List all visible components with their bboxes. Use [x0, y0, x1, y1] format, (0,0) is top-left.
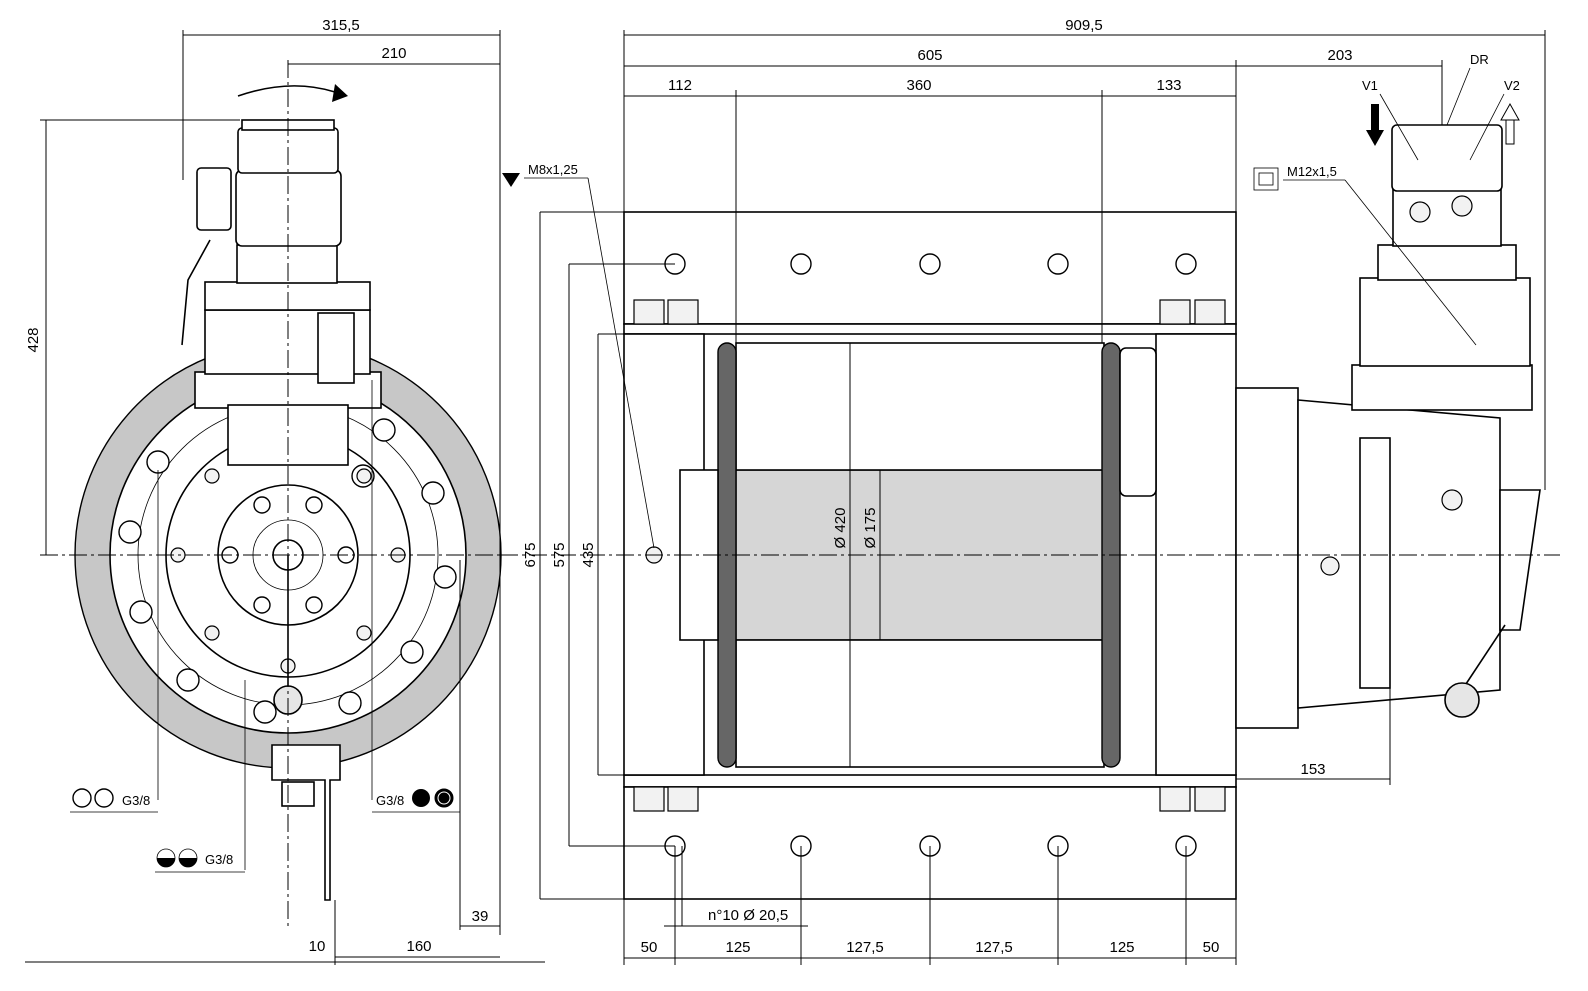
- flow-in-arrow: [1366, 104, 1384, 146]
- plate-bolts: [633, 299, 1226, 812]
- housing-holes: [118, 418, 457, 724]
- dim-drum-length: 360: [906, 77, 931, 94]
- rotation-arrow: [237, 85, 336, 97]
- port-g38-c: G3/8: [205, 852, 233, 867]
- foot-bolt: [281, 781, 315, 807]
- dim-motor-length: 203: [1327, 47, 1352, 64]
- dim-pitch-127-5-a: 127,5: [846, 939, 884, 956]
- dim-10: 10: [309, 938, 326, 955]
- dim-overall-width: 909,5: [1065, 17, 1103, 34]
- thread-m8: M8x1,25: [528, 162, 578, 177]
- port-symbol-open: [72, 788, 92, 808]
- dim-left-flange: 112: [668, 77, 692, 94]
- dim-153: 153: [1300, 761, 1325, 778]
- dim-right-flange: 133: [1156, 77, 1181, 94]
- port-g38-b: G3/8: [376, 793, 404, 808]
- dim-side-half: 210: [381, 45, 406, 62]
- port-dr: DR: [1470, 52, 1489, 67]
- front-motor: [1235, 124, 1541, 729]
- dim-drum-flange-dia: Ø 420: [832, 508, 849, 549]
- dim-160: 160: [406, 938, 431, 955]
- dim-pitch-125-a: 125: [725, 939, 750, 956]
- thread-square-symbol: [1253, 167, 1279, 191]
- port-v2: V2: [1504, 78, 1520, 93]
- dim-pitch-50-right: 50: [1203, 939, 1220, 956]
- rotation-arrowhead: [332, 84, 348, 102]
- front-view: 909,5 605 203 112 360 133 675 575 435 Ø …: [500, 17, 1560, 965]
- dim-pitch-125-b: 125: [1109, 939, 1134, 956]
- dim-height-675: 675: [522, 542, 539, 567]
- dim-height-575: 575: [551, 542, 568, 567]
- thread-m12: M12x1,5: [1287, 164, 1337, 179]
- dim-39: 39: [472, 908, 489, 925]
- dim-side-width: 315,5: [322, 17, 360, 34]
- thread-triangle-symbol: [502, 173, 520, 187]
- top-plate-holes: [664, 253, 1197, 275]
- dim-frame-length: 605: [917, 47, 942, 64]
- dim-height-435: 435: [580, 542, 597, 567]
- dim-pitch-127-5-b: 127,5: [975, 939, 1013, 956]
- port-symbol-filled: [412, 789, 430, 807]
- hole-spec: n°10 Ø 20,5: [708, 907, 788, 924]
- side-view: 315,5 210 428 39 160 10 G3/8 G3/8 G3/8: [25, 17, 545, 965]
- dim-pitch-50-left: 50: [641, 939, 658, 956]
- port-g38-a: G3/8: [122, 793, 150, 808]
- foot-bracket: [271, 744, 341, 901]
- dim-drum-core-dia: Ø 175: [862, 508, 879, 549]
- flow-out-arrow: [1500, 102, 1520, 145]
- base-plate-edge: [623, 774, 1237, 788]
- dim-height-428: 428: [25, 327, 42, 352]
- port-v1: V1: [1362, 78, 1378, 93]
- port-symbol-open: [94, 788, 114, 808]
- port-symbol-half: [157, 858, 175, 867]
